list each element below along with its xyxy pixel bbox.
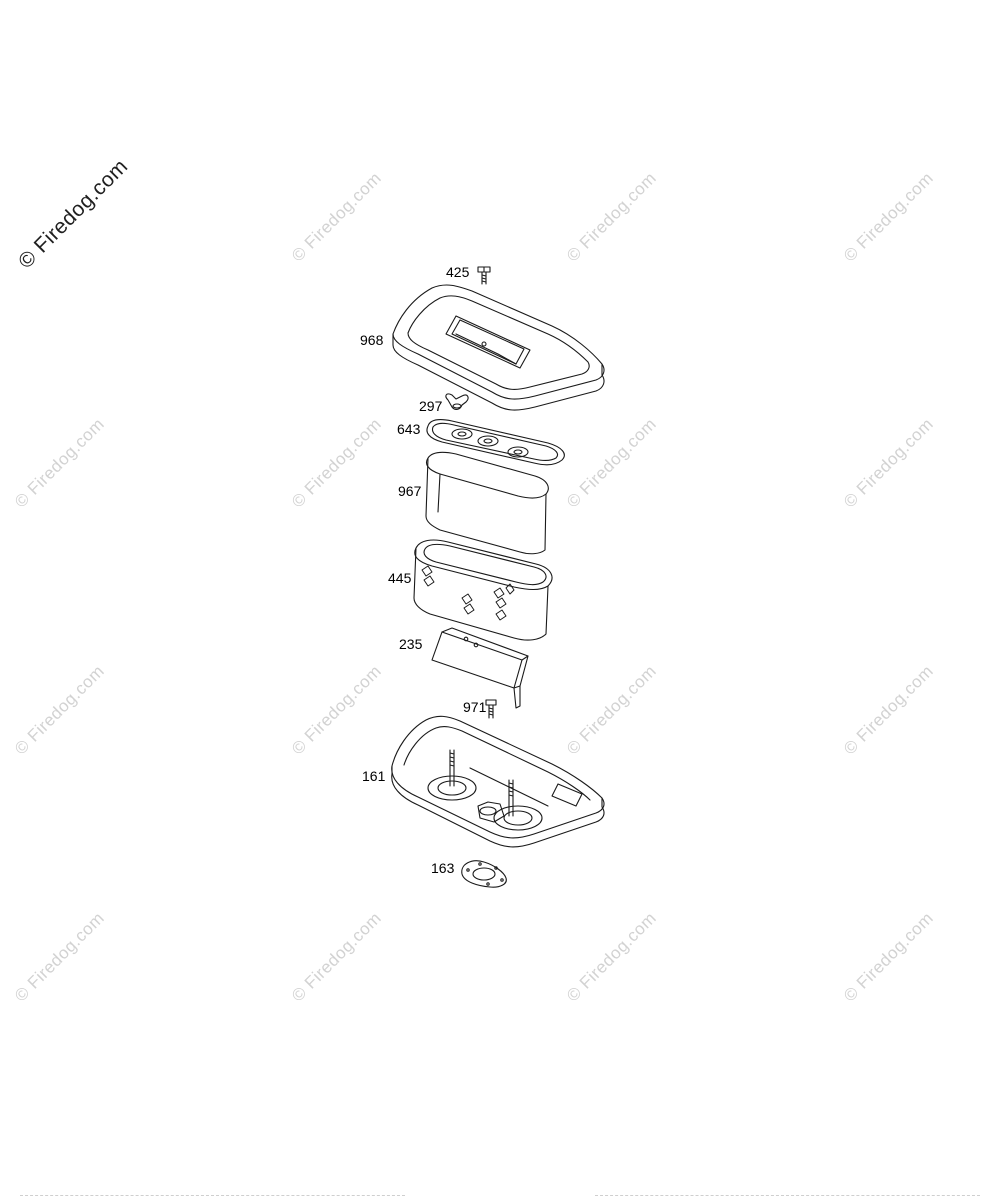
part-425-screw [477,266,491,285]
part-967-precleaner [425,451,549,555]
part-label-643: 643 [397,421,421,437]
part-label-163: 163 [431,860,455,876]
part-971-bolt [485,699,497,719]
part-label-968: 968 [360,332,384,348]
part-445-filter [413,539,553,641]
footer-rule [20,1195,405,1196]
part-163-gasket [461,860,507,888]
part-297-wing-nut [445,393,469,410]
part-968-cover [392,284,605,411]
part-label-161: 161 [362,768,386,784]
footer-rule [595,1195,980,1196]
part-label-297: 297 [419,398,443,414]
part-label-425: 425 [446,264,470,280]
part-161-base [391,715,605,848]
part-235-bracket [431,627,529,709]
part-643-plate [426,419,565,466]
part-label-967: 967 [398,483,422,499]
part-label-445: 445 [388,570,412,586]
part-label-971: 971 [463,699,487,715]
part-label-235: 235 [399,636,423,652]
